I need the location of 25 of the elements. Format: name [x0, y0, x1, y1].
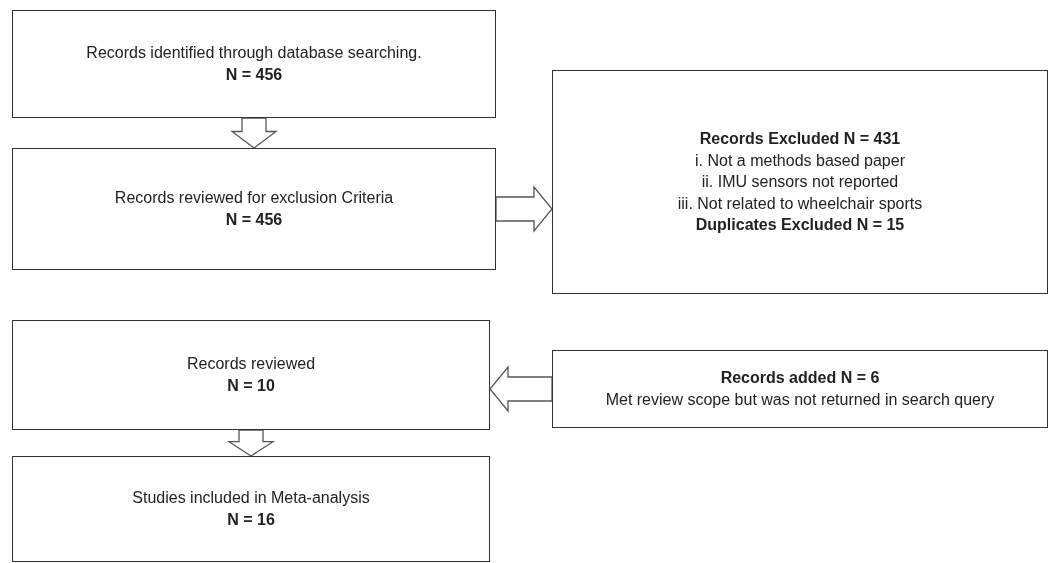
process-box	[12, 10, 496, 118]
block-arrow	[489, 365, 553, 413]
step-text: i. Not a methods based paper	[695, 150, 905, 171]
process-box	[12, 456, 490, 562]
step-text: Met review scope but was not returned in search query	[605, 390, 995, 410]
count-text: N = 10	[227, 376, 275, 396]
process-box	[12, 148, 496, 270]
count-text: N = 456	[225, 65, 283, 85]
count-text: Records added N = 6	[720, 368, 880, 389]
process-box	[552, 70, 1048, 294]
count-text: N = 16	[227, 510, 275, 530]
step-text: Records reviewed	[186, 354, 316, 375]
count-text: Records Excluded N = 431	[699, 129, 901, 149]
process-box	[552, 350, 1048, 428]
step-text: iii. Not related to wheelchair sports	[677, 193, 923, 214]
step-text: Studies included in Meta-analysis	[132, 488, 370, 509]
process-box	[12, 320, 490, 430]
step-text: ii. IMU sensors not reported	[701, 172, 899, 193]
block-arrow	[230, 117, 278, 149]
block-arrow	[495, 185, 553, 233]
step-text: Records identified through database searching.	[86, 43, 422, 64]
count-text: Duplicates Excluded N = 15	[695, 215, 905, 236]
count-text: N = 456	[225, 210, 283, 230]
block-arrow	[226, 429, 276, 457]
step-text: Records reviewed for exclusion Criteria	[114, 188, 394, 209]
